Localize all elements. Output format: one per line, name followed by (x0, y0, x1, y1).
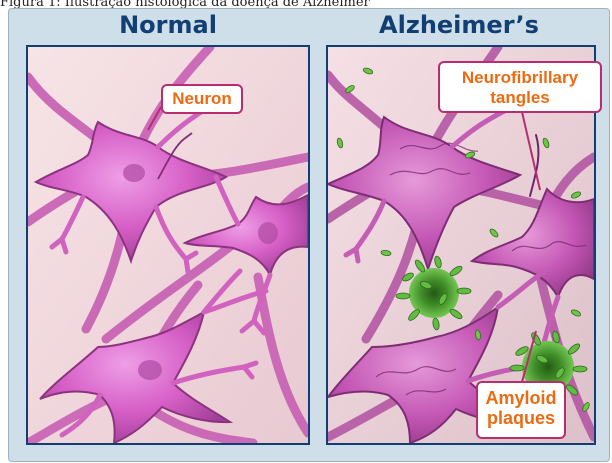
amyloid-plaques-callout: Amyloid plaques (476, 381, 566, 439)
normal-title: Normal (26, 11, 310, 41)
alzheimers-title: Alzheimer’s (326, 11, 592, 41)
neurofibrillary-tangles-callout: Neurofibrillary tangles (438, 61, 602, 113)
neuron-callout: Neuron (161, 84, 243, 114)
